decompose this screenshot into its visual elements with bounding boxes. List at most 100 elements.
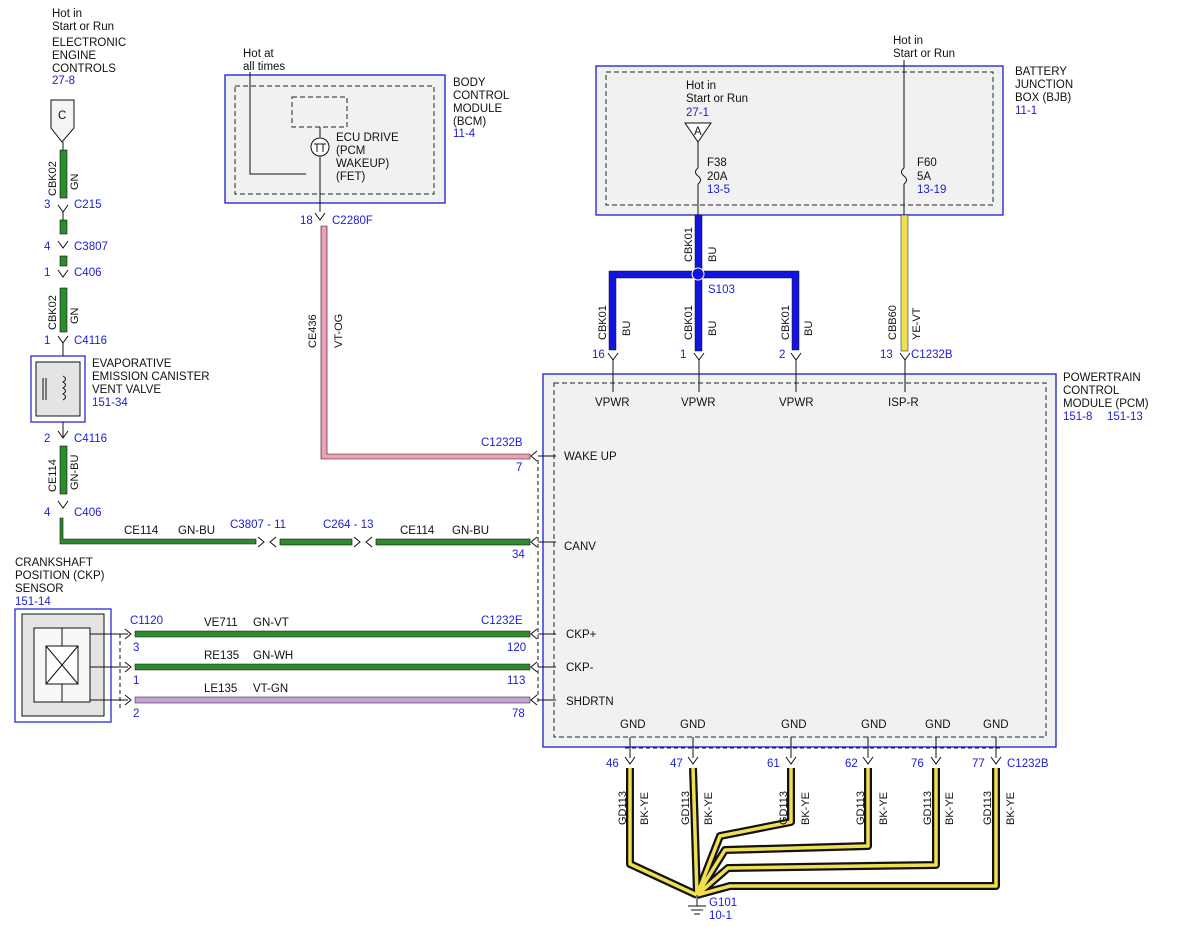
bcm-name-line2: CONTROL [453,90,510,102]
wire-color-gn-a: GN [69,173,81,190]
wire-label-cbk01-main: CBK01 [683,227,695,262]
wire-label-gd113-77: GD113 [982,791,994,825]
bjb-inner-pin: A [694,126,702,138]
evap-name-line2: EMISSION CANISTER [92,371,210,383]
pcm-ref1: 151-8 [1063,411,1092,423]
wire-color-vtog: VT-OG [333,314,345,348]
fuse-f38-icon [695,167,701,185]
bjb-inner-connector [684,122,712,143]
ecc-name-line1: ELECTRONIC [52,37,126,49]
wire-color-bu-16: BU [621,321,633,336]
pcm-gnd-76: GND [925,719,951,731]
fuse-f38-ref: 13-5 [707,184,730,196]
wire-label-cbk02-b: CBK02 [47,295,59,330]
splice-s103 [691,267,705,281]
c215-pin: 3 [44,199,50,211]
pcm-pin-wakeup: WAKE UP [564,451,617,463]
bcm-name-line4: (BCM) [453,116,486,128]
pcm-gnd-46: GND [620,719,646,731]
c264-label: C264 - 13 [323,519,374,531]
pcm-ckp-pin-120: 120 [507,642,526,654]
fuse-f60-icon [901,167,907,185]
pcm-pin-shdrtn: SHDRTN [566,696,614,708]
bcm-name-line3: MODULE [453,103,503,115]
pcm-gnd-62: GND [861,719,887,731]
wire-color-bkye-61: BK-YE [800,792,812,825]
wire-label-cbb60: CBB60 [887,305,899,340]
c215-name: C215 [74,199,102,211]
coil-icon [62,375,66,401]
bjb-hot-top-line1: Hot in [893,35,923,47]
splice-label: S103 [708,284,735,296]
bjb-name-line1: BATTERY [1015,66,1067,78]
wakeup-wire: CE436 VT-OG C1232B 7 [307,225,538,474]
pcm-ckp-pin-78: 78 [512,708,525,720]
wire-color-gnbu-a: GN-BU [178,525,215,537]
pcm-top-pin-2: 2 [779,349,785,361]
bcm-hot-line2: all times [243,61,285,73]
ckp-pin-3: 3 [133,642,139,654]
fuse-f60-rating: 5A [917,171,931,183]
pcm-name-line1: POWERTRAIN [1063,372,1141,384]
pcm-top-pin-13: 13 [880,349,893,361]
ckp-ref: 151-14 [15,596,51,608]
wire-le135 [134,696,531,704]
pcm-pin-ckp-minus: CKP- [566,662,594,674]
c3807b-label: C3807 - 11 [230,519,286,531]
evap-valve: EVAPORATIVE EMISSION CANISTER VENT VALVE… [30,355,210,423]
wire-color-bu-2: BU [803,321,815,336]
bjb-name-line2: JUNCTION [1015,79,1073,91]
wire-ve711 [134,630,531,638]
wire-color-bkye-76: BK-YE [944,792,956,825]
pcm-gnd-pin-46: 46 [606,758,619,770]
wire-color-bu-1: BU [707,321,719,336]
ecc-ref: 27-8 [52,75,75,87]
bjb-inner-ref: 27-1 [686,107,709,119]
bcm-drive-line1: ECU DRIVE [336,132,399,144]
pcm-pin-vpwr-2: VPWR [681,397,716,409]
wire-color-gnbu-b: GN-BU [452,525,489,537]
pcm-pin-vpwr-3: VPWR [779,397,814,409]
ckp-pin-2: 2 [133,708,139,720]
bcm-connector: C2280F [332,215,373,227]
ecc-name-line3: CONTROLS [52,63,116,75]
bjb-hot-inner-line1: Hot in [686,80,716,92]
pcm-gnd-61: GND [781,719,807,731]
wire-color-bkye-47: BK-YE [703,792,715,825]
wire-label-cbk01-2: CBK01 [780,305,792,340]
evap-ref: 151-34 [92,397,128,409]
vpwr-wires: CBK01 BU S103 CBK01 BU CBK01 BU CBK01 BU… [592,214,953,361]
c406b-name: C406 [74,507,102,519]
pcm-wake-connector: C1232B [481,437,523,449]
c4116a-name: C4116 [74,335,107,347]
fuse-f60-ref: 13-19 [917,184,946,196]
connector-arrow [57,204,69,213]
pcm-wake-pin: 7 [516,462,522,474]
ground-name: G101 [709,897,737,909]
ckp-connector: C1120 [130,615,163,627]
evap-name-line1: EVAPORATIVE [92,358,172,370]
ecc-name-line2: ENGINE [52,50,96,62]
bcm-drive-line3: WAKEUP) [336,158,389,170]
wire-label-cbk02-a: CBK02 [47,161,59,196]
wire-label-ce114-b: CE114 [400,525,435,537]
wire-color-gnvt: GN-VT [253,617,289,629]
ecc-pin: C [58,110,66,122]
wire-label-gd113-61: GD113 [778,791,790,825]
c4116b-pin: 2 [44,433,50,445]
wire-label-ve711: VE711 [204,617,238,629]
wire-label-cbk01-16: CBK01 [597,305,609,340]
fuse-f38-rating: 20A [707,171,728,183]
ckp-name-line2: POSITION (CKP) [15,570,105,582]
c406a-pin: 1 [44,267,50,279]
wire-color-gnwh: GN-WH [253,650,293,662]
pcm-gnd-pin-76: 76 [911,758,924,770]
wire-cbk02-a [59,149,68,199]
c3807a-name: C3807 [74,241,108,253]
pcm-block: VPWR VPWR VPWR ISP-R WAKE UP CANV CKP+ C… [537,360,1149,748]
ckp-pin-1: 1 [133,675,139,687]
pcm-pin-vpwr-1: VPWR [595,397,630,409]
ground-icon [688,905,706,915]
ecc-connector-shape [50,99,75,143]
